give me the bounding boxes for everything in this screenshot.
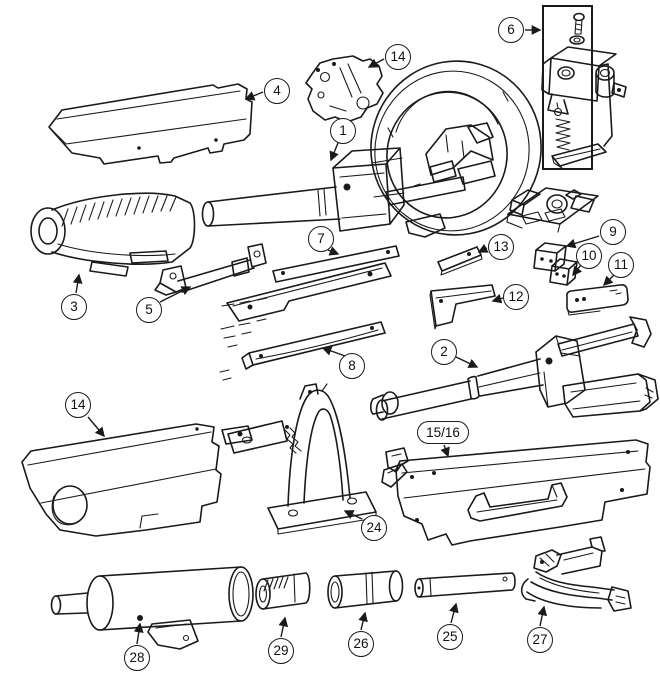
die-head-block xyxy=(506,187,599,233)
leader-lines xyxy=(72,25,616,645)
part-28-muffler xyxy=(50,566,254,650)
callout-28: 28 xyxy=(124,645,150,671)
callout-25: 25 xyxy=(437,624,463,650)
callout-11: 11 xyxy=(608,252,634,278)
callout-10: 10 xyxy=(576,243,602,269)
callout-9: 9 xyxy=(600,219,626,245)
part-9-block xyxy=(533,242,567,272)
callout-13: 13 xyxy=(488,234,514,260)
part-12-plate xyxy=(429,284,496,330)
callout-14-top: 14 xyxy=(385,44,411,70)
inset-6-assembly xyxy=(541,5,627,170)
part-5-bracket xyxy=(154,243,267,296)
part-13-plate xyxy=(437,246,483,276)
callout-5: 5 xyxy=(136,297,162,323)
callout-1: 1 xyxy=(330,118,356,144)
callout-27: 27 xyxy=(527,627,553,653)
callout-6: 6 xyxy=(498,17,524,43)
callout-29: 29 xyxy=(268,638,294,664)
part-4-cover xyxy=(48,83,253,165)
part-29-nipple xyxy=(255,572,311,610)
part-10-block xyxy=(549,258,578,286)
callout-3: 3 xyxy=(61,294,87,320)
part-14-clamp xyxy=(305,55,384,123)
part-14-lower-cover xyxy=(21,423,253,537)
callout-4: 4 xyxy=(264,78,290,104)
part-2-shaft-assembly xyxy=(375,316,659,421)
part-27-handle xyxy=(520,536,632,612)
callout-24: 24 xyxy=(361,515,387,541)
part-3-worm-roller xyxy=(30,192,196,277)
part-25-rod xyxy=(414,572,516,598)
callout-12: 12 xyxy=(503,284,529,310)
callout-7: 7 xyxy=(308,226,334,252)
callout-8: 8 xyxy=(339,353,365,379)
part-1-drum-assembly xyxy=(201,60,542,238)
callout-14-lower: 14 xyxy=(65,392,91,418)
part-24-stand xyxy=(227,383,408,535)
callout-2: 2 xyxy=(431,339,457,365)
part-15-16-cover xyxy=(385,439,651,546)
part-11-plate xyxy=(566,284,629,316)
callout-15-16: 15/16 xyxy=(417,421,469,444)
rail-parts-7-8 xyxy=(219,245,400,381)
callout-26: 26 xyxy=(348,631,374,657)
part-26-sleeve xyxy=(327,570,404,609)
